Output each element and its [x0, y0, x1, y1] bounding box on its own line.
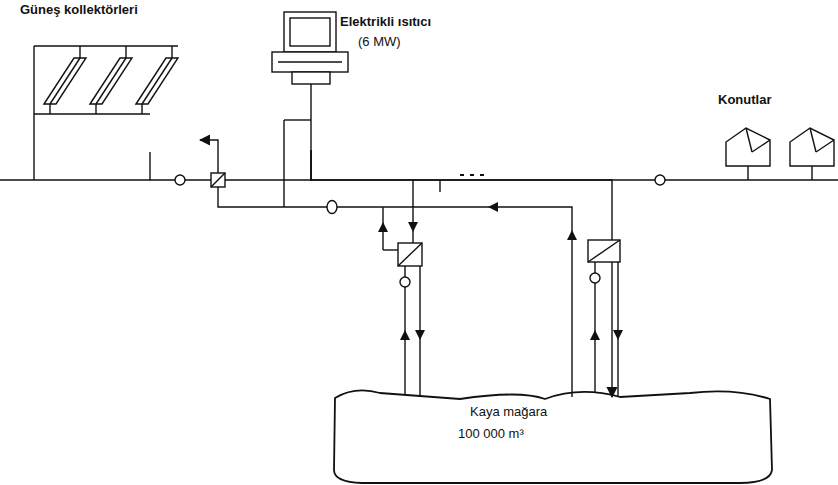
node-label: Elektrikli ısıtıcı [340, 14, 431, 30]
pipe-connector [311, 150, 688, 180]
diagram-node: Elektrikli ısıtıcı (6 MW) [270, 8, 460, 150]
node-label: Konutlar [718, 92, 771, 108]
node-label: Güneş kollektörleri [20, 2, 138, 18]
diagram-node: Konutlar [688, 88, 838, 188]
pipe-connector [311, 150, 612, 397]
node-label: (6 MW) [358, 34, 401, 50]
node-label: 100 000 m³ [458, 426, 524, 442]
diagram-node: Kaya mağara 100 000 m³ [330, 386, 775, 485]
node-label: Kaya mağara [470, 404, 547, 420]
pipe-connector [150, 150, 311, 180]
pipe-connector [200, 140, 572, 397]
diagram-node: Güneş kollektörleri [20, 2, 200, 152]
